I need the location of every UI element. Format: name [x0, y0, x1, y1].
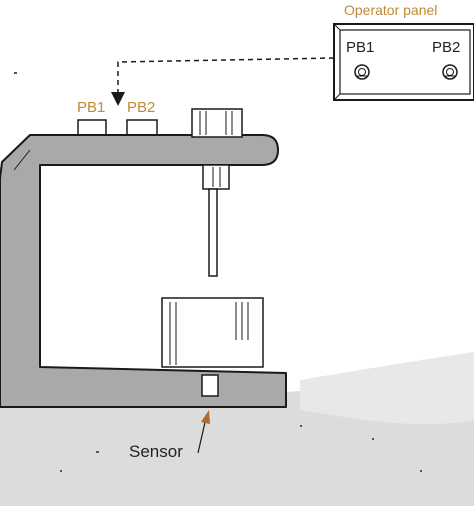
sensor-label: Sensor: [129, 442, 183, 461]
press-frame: [0, 134, 287, 408]
panel-connection-line: [117, 57, 335, 96]
machine-pb2-label: PB2: [127, 99, 156, 116]
cylinder: [191, 108, 243, 138]
sensor-pointer-arrow-icon: [201, 410, 210, 424]
connection-arrow-icon: [111, 92, 125, 106]
panel-pb1-knob-icon: [354, 64, 370, 80]
speckle-noise: [14, 72, 422, 472]
machine-pb1-label: PB1: [77, 99, 106, 116]
sensor: [201, 374, 219, 397]
operator-panel-title: Operator panel: [344, 2, 438, 18]
ram-rod: [208, 188, 218, 277]
workpiece: [161, 297, 264, 368]
panel-pb2-label: PB2: [432, 39, 461, 56]
panel-pb2-knob-icon: [442, 64, 458, 80]
panel-pb1-label: PB1: [346, 39, 375, 56]
operator-panel: [333, 23, 474, 101]
sensor-pointer-line: [197, 417, 207, 454]
ram-head: [202, 164, 230, 190]
